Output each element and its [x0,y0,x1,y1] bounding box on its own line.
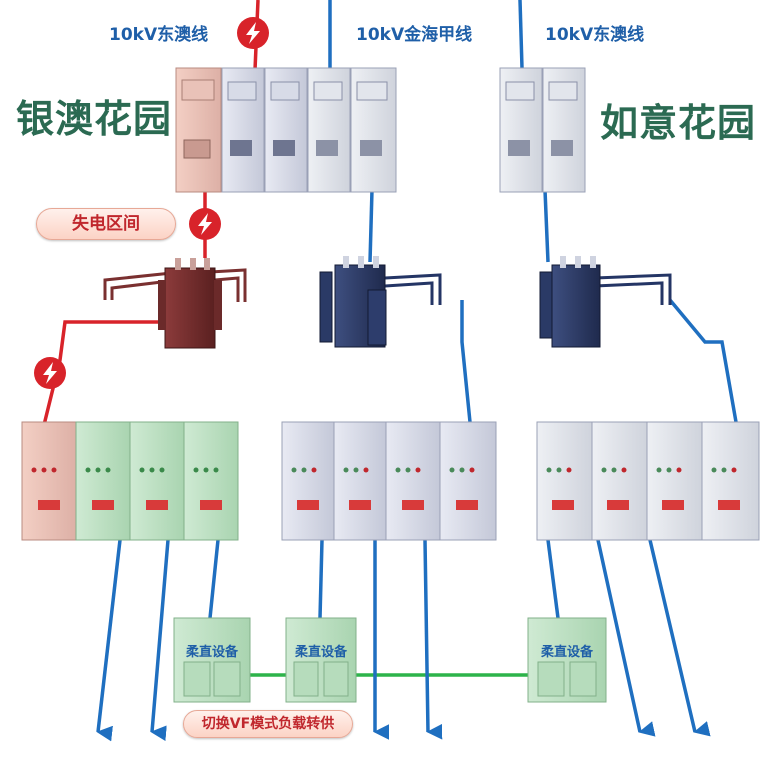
lv-cabinet-green [129,421,185,541]
lv-cabinets-right [536,421,760,541]
hv-switchgear-left [175,67,397,193]
hv-cabinet [264,67,308,193]
fault-lightning-icon [34,357,66,389]
lv-cabinet [281,421,335,541]
flex-device-2 [285,617,357,703]
arrow-down-icon [96,539,122,742]
lv-cabinet-outage [21,421,77,541]
normal-lines [328,0,738,423]
flex-device-label: 柔直设备 [540,645,593,660]
arrow-down-icon [596,539,656,737]
transformer-right [539,256,672,348]
feeder-to-flex-1 [208,539,220,619]
lv-cabinets-left [21,421,239,541]
transformer-middle [319,256,442,348]
arrow-down-icon [150,539,170,742]
lv-cabinet-green [183,421,239,541]
garden-title-left: 银澳花园 [16,97,173,141]
feeder-label-right: 10kV东澳线 [545,25,645,45]
lv-cabinet [439,421,497,541]
hv-cabinet-outage [175,67,222,193]
lv-cabinet [591,421,648,541]
hv-switchgear-right [499,67,586,193]
lv-cabinet [646,421,703,541]
feeder-label-middle: 10kV金海甲线 [356,25,473,45]
garden-title-right: 如意花园 [600,101,757,145]
lv-cabinet-green [75,421,131,541]
switch-vf-mode-badge: 切换VF模式负载转供 [183,710,353,738]
feeder-to-flex-3 [546,539,560,619]
lv-cabinet [701,421,760,541]
arrow-down-icon [423,539,443,740]
outgoing-feeders [96,539,711,742]
lv-cabinet [333,421,387,541]
lv-cabinet [536,421,593,541]
fault-lightning-icon [189,208,221,240]
transformer-left-outage [103,258,247,349]
hv-cabinet [221,67,265,193]
hv-cabinet [542,67,586,193]
outage-zone-badge: 失电区间 [36,208,176,240]
arrow-down-icon [648,539,711,737]
feeder-label-left: 10kV东澳线 [109,25,209,45]
hv-cabinet [499,67,543,193]
flex-device-label: 柔直设备 [294,645,347,660]
hv-cabinet [350,67,397,193]
flex-device-1 [173,617,251,703]
hv-cabinet [307,67,351,193]
lv-cabinet [385,421,441,541]
flex-device-label: 柔直设备 [185,645,238,660]
lv-cabinets-middle [281,421,497,541]
fault-lightning-icon [237,17,269,49]
feeder-to-flex-2 [318,539,324,619]
flex-device-3 [527,617,607,703]
